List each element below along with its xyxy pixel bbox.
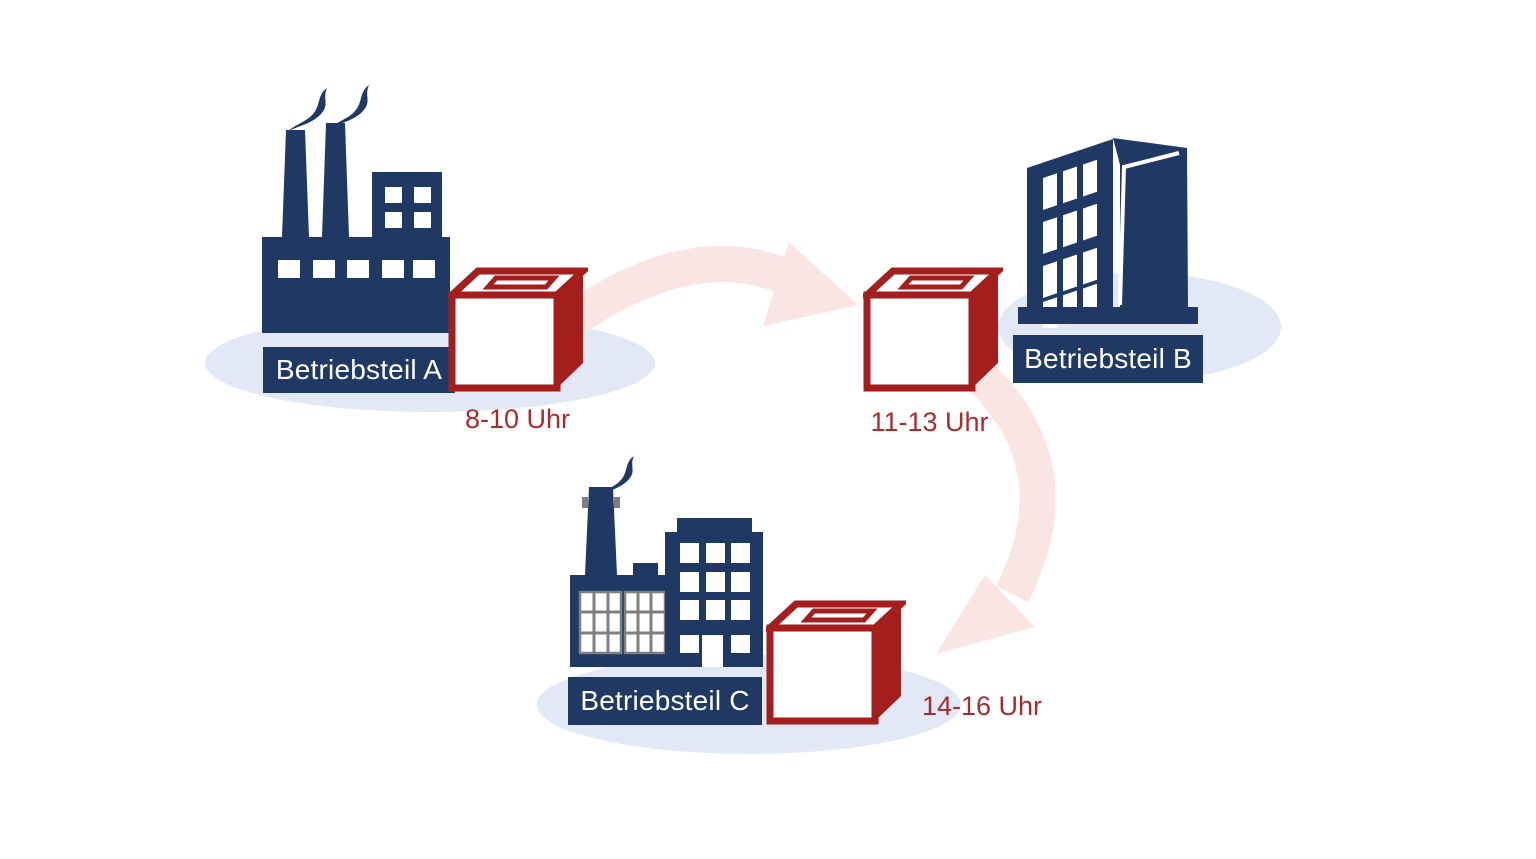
site-label-b: Betriebsteil B bbox=[1013, 335, 1203, 383]
office-building-icon-site-b bbox=[1018, 138, 1198, 328]
tower-right-face bbox=[1113, 138, 1188, 307]
smoke-icon bbox=[598, 456, 634, 496]
door bbox=[702, 635, 723, 667]
parcel-box-icon-a bbox=[448, 267, 588, 392]
pickup-time-a: 8-10 Uhr bbox=[464, 404, 571, 434]
pickup-time-b: 11-13 Uhr bbox=[870, 407, 989, 437]
parcel-box-icon-c bbox=[766, 600, 906, 725]
tall-building bbox=[665, 518, 763, 667]
factory-hall bbox=[262, 237, 450, 333]
connector-block bbox=[633, 563, 658, 575]
chimney bbox=[582, 487, 620, 575]
pickup-time-c: 14-16 Uhr bbox=[921, 691, 1043, 721]
factory-icon-site-c bbox=[570, 456, 763, 667]
site-label-a: Betriebsteil A bbox=[263, 347, 455, 393]
factory-icon-site-a bbox=[262, 85, 450, 333]
roof-cap bbox=[677, 518, 752, 532]
transfer-arrow-b-to-c-icon bbox=[936, 363, 1056, 654]
gridded-window bbox=[623, 590, 667, 655]
pedestal bbox=[1018, 307, 1198, 324]
tower-left-face bbox=[1027, 139, 1113, 328]
low-hall bbox=[570, 575, 667, 667]
gridded-window bbox=[578, 590, 623, 655]
site-label-c: Betriebsteil C bbox=[568, 677, 762, 725]
smoke-icon bbox=[288, 85, 369, 131]
transfer-arrow-a-to-b-icon bbox=[561, 242, 858, 335]
annex-building bbox=[372, 172, 442, 237]
parcel-box-icon-b bbox=[863, 267, 1003, 392]
chimneys bbox=[282, 123, 349, 237]
